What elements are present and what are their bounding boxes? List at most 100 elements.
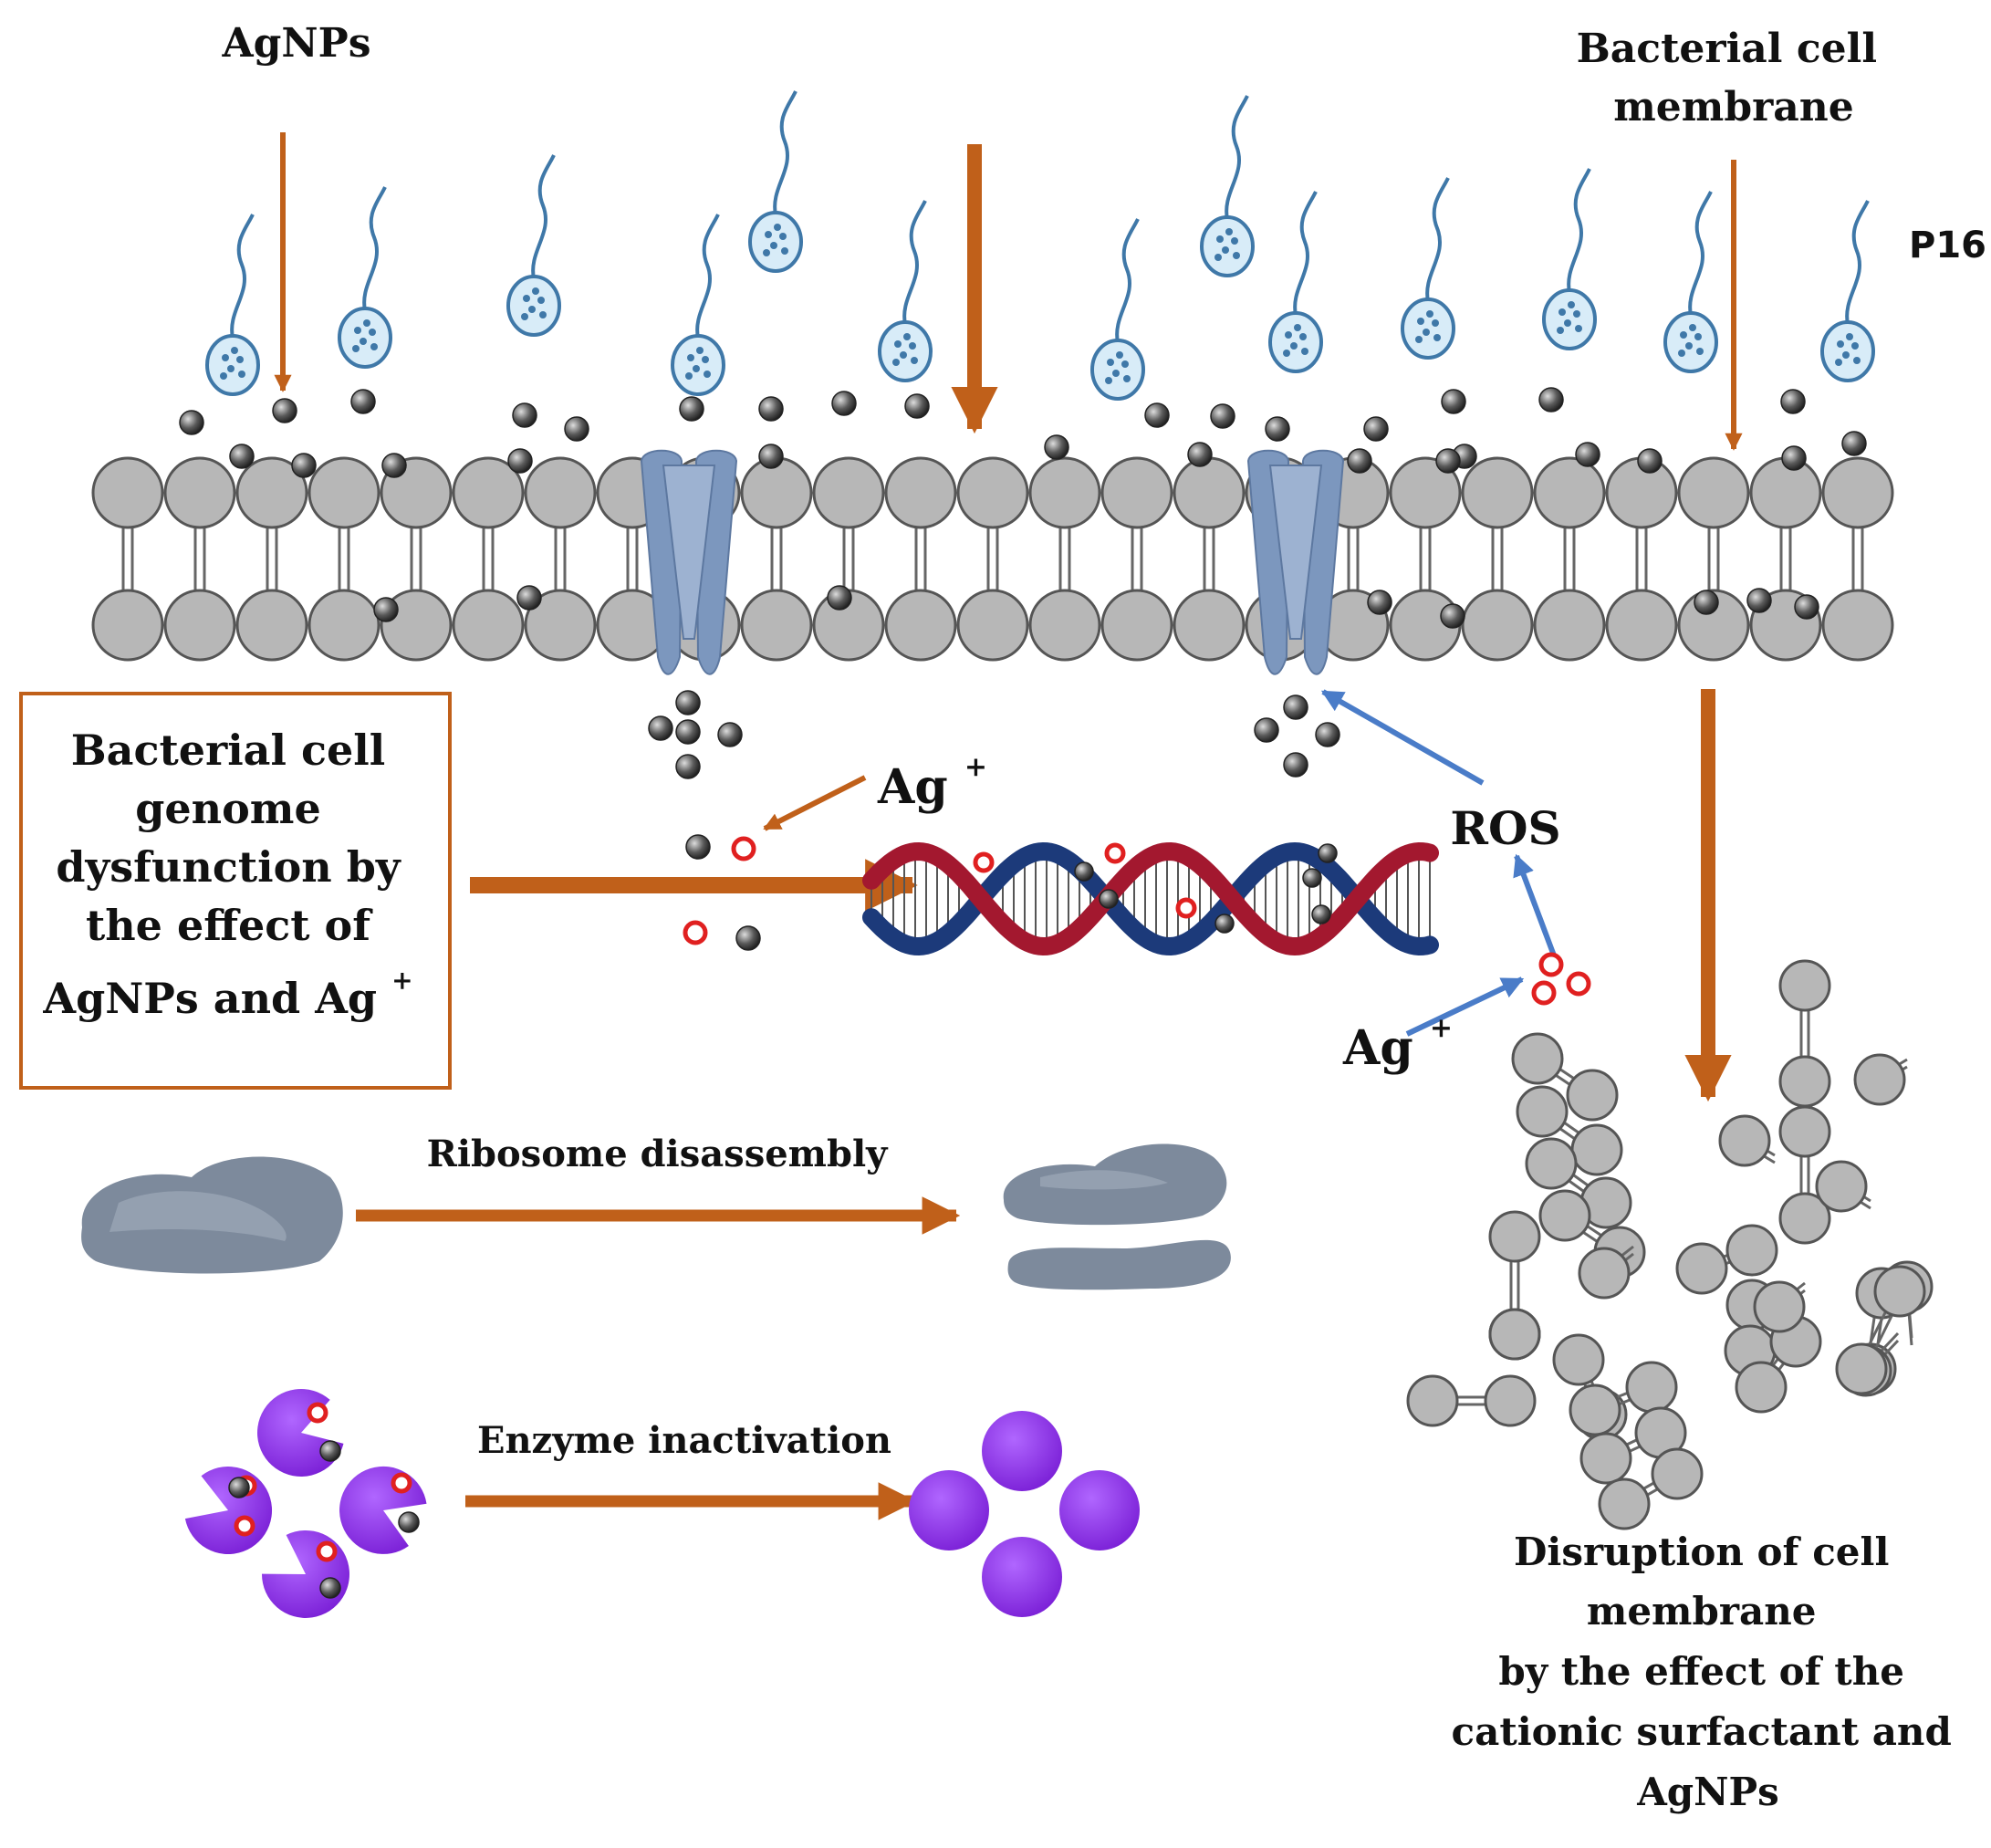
phospholipid-icon xyxy=(1749,456,1822,662)
surfactant-dot xyxy=(222,354,229,361)
surfactant-tail xyxy=(531,154,556,279)
phospholipid-fragment-icon xyxy=(1578,1245,1634,1300)
surfactant-dot xyxy=(1214,254,1222,261)
surfactant-dot xyxy=(1835,359,1842,366)
silver-nanoparticle-icon xyxy=(398,1511,420,1533)
enzyme-icon xyxy=(261,1530,349,1618)
surfactant-icon xyxy=(1090,218,1145,401)
bacterial-membrane-label-line: Bacterial cell xyxy=(1577,26,1877,72)
surfactant-dot xyxy=(1285,331,1292,339)
silver-nanoparticle-icon xyxy=(1315,722,1340,747)
surfactant-icon xyxy=(1401,177,1455,360)
surfactant-tail xyxy=(362,186,387,311)
silver-nanoparticle-icon xyxy=(381,453,407,478)
ribosome-large-subunit-icon xyxy=(1003,1143,1227,1226)
surfactant-dot xyxy=(1564,319,1571,327)
silver-nanoparticle-icon xyxy=(1367,590,1392,615)
surfactant-dot xyxy=(1283,350,1290,357)
lipid-head xyxy=(1778,959,1831,1012)
surfactant-dot xyxy=(704,371,711,378)
silver-ion-icon xyxy=(1538,952,1564,977)
surfactant-dot xyxy=(1558,308,1566,316)
lipid-head xyxy=(1718,1114,1771,1167)
lipid-head-bottom xyxy=(1605,589,1678,662)
enzyme-icon xyxy=(184,1467,273,1555)
channel-pore xyxy=(1268,465,1323,640)
surfactant-dot xyxy=(774,224,781,231)
ros-to-channel-arrow xyxy=(1320,689,1485,786)
silver-nanoparticle-icon xyxy=(319,1440,341,1462)
lipid-head-top xyxy=(884,456,957,529)
surfactant-dot xyxy=(1851,342,1859,350)
silver-nanoparticle-icon xyxy=(228,1477,250,1498)
surfactant-tail xyxy=(1688,191,1713,316)
surfactant-icon xyxy=(671,214,725,396)
silver-nanoparticle-icon xyxy=(272,398,297,423)
ion-channel-group xyxy=(640,449,1345,675)
lipid-head-bottom xyxy=(884,589,957,662)
surfactant-dot xyxy=(1685,342,1693,350)
surfactant-icon xyxy=(205,214,260,396)
phospholipid-icon xyxy=(235,456,308,662)
surfactant-dot xyxy=(537,297,545,304)
surfactant-tail xyxy=(695,214,720,339)
surfactant-tail xyxy=(1425,177,1450,302)
surfactant-dot xyxy=(765,231,772,238)
phospholipid-fragment-icon xyxy=(1525,1137,1632,1229)
surfactant-dot xyxy=(1426,310,1433,318)
bacterial-cell-membrane xyxy=(91,456,1894,662)
surfactant-head xyxy=(748,211,803,273)
inactive-enzyme-icon xyxy=(1059,1470,1140,1550)
silver-nanoparticle-icon xyxy=(229,444,255,469)
lipid-head xyxy=(1625,1361,1678,1414)
surfactant-dot xyxy=(1678,350,1685,357)
surfactant-dot xyxy=(1301,348,1308,355)
surfactant-dot xyxy=(1573,310,1580,318)
silver-nanoparticle-group xyxy=(179,387,1867,629)
silver-nanoparticle-icon xyxy=(291,453,317,478)
surfactant-head xyxy=(1200,215,1255,277)
lipid-head xyxy=(1511,1032,1564,1085)
surfactant-dot xyxy=(1433,334,1441,341)
surfactant-head xyxy=(1401,298,1455,360)
enzyme-group xyxy=(184,1388,1140,1618)
lipid-head-bottom xyxy=(956,589,1029,662)
silver-nanoparticle-icon xyxy=(675,754,701,779)
lipid-head-top xyxy=(524,456,597,529)
enzyme-icon xyxy=(339,1466,427,1554)
surfactant-dot xyxy=(528,306,536,313)
lipid-head xyxy=(1853,1053,1906,1106)
silver-nanoparticle-icon xyxy=(758,396,784,422)
silver-nanoparticle-icon xyxy=(512,402,537,428)
inactive-enzyme-icon xyxy=(982,1537,1062,1617)
lipid-head-top xyxy=(1173,456,1246,529)
lipid-head xyxy=(1525,1137,1578,1190)
lipid-head xyxy=(1488,1308,1541,1361)
surfactant-dot xyxy=(1842,351,1850,359)
phospholipid-icon xyxy=(1173,456,1246,662)
surfactant-head xyxy=(671,334,725,396)
silver-ion-icon xyxy=(1175,897,1197,919)
silver-nanoparticle-icon xyxy=(1347,448,1372,474)
inactive-enzyme-icon xyxy=(909,1470,989,1550)
ag-ion-right-label: Ag + xyxy=(1342,1012,1453,1076)
surfactant-dot xyxy=(1689,324,1696,331)
surfactant-tail xyxy=(1567,168,1591,293)
ion-channel-icon xyxy=(1246,449,1345,675)
silver-nanoparticle-icon xyxy=(1283,752,1308,778)
lipid-head-bottom xyxy=(1821,589,1894,662)
lipid-head xyxy=(1873,1265,1926,1318)
phospholipid-icon xyxy=(524,456,597,662)
surfactant-dot xyxy=(354,327,361,334)
genome-label-line: AgNPs and Ag xyxy=(42,974,377,1023)
lipid-head-bottom xyxy=(308,589,380,662)
surfactant-dot xyxy=(894,340,902,348)
phospholipid-icon xyxy=(1533,456,1606,662)
lipid-head-bottom xyxy=(91,589,164,662)
lipid-head xyxy=(1675,1242,1728,1295)
phospholipid-icon xyxy=(452,456,525,662)
surfactant-dot xyxy=(763,249,770,256)
surfactant-head xyxy=(1268,311,1323,373)
silver-ion-icon xyxy=(1104,842,1126,864)
